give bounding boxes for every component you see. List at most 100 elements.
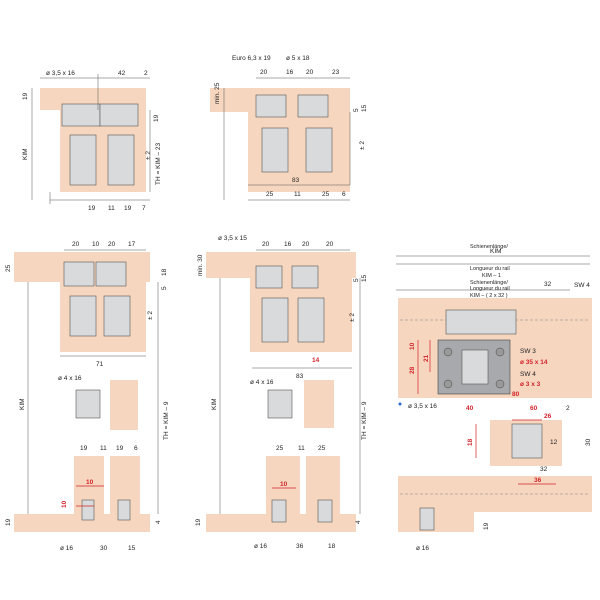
bottom-mid-pm2: ± 2: [349, 313, 356, 322]
right-red-26: 26: [544, 413, 552, 420]
bottom-left-dim-30: 30: [100, 545, 108, 552]
bottom-left-roller-carriage: [69, 295, 97, 337]
right-d32b: 32: [540, 466, 548, 473]
top-mid-screw-5x18: ø 5 x 18: [286, 55, 310, 62]
top-left-th-label: TH = KIM – 23: [155, 143, 162, 185]
top-left-screw-label: ø 3,5 x 16: [46, 70, 75, 77]
top-left-rail: [61, 103, 101, 127]
bottom-mid-roller-carriage: [261, 297, 289, 343]
top-left-bottom-11: 11: [108, 205, 115, 212]
top-left-dim-19-left: 19: [22, 92, 29, 100]
bottom-mid-roller-carriage-2: [297, 297, 325, 343]
bottom-mid-th-label: TH = KIM – 9: [361, 401, 368, 440]
right-d3x3: ø 3 x 3: [520, 381, 541, 388]
bottom-left-roller-carriage-2: [103, 295, 131, 337]
bottom-mid-rail-2: [291, 265, 319, 289]
bottom-left-dim-18: 18: [161, 268, 168, 276]
right-d60: 60: [530, 405, 538, 412]
bottom-mid-guide-25b: 25: [318, 445, 326, 452]
bottom-left-dim-15: 15: [128, 545, 136, 552]
top-mid-pm2: ± 2: [359, 141, 366, 150]
bottom-left-bracket-block: [110, 380, 138, 430]
top-left-dim-2: 2: [144, 70, 148, 77]
right-rail-carriage: [445, 309, 517, 335]
right-floor-board: [398, 512, 474, 532]
bottom-mid-d16: ø 16: [254, 543, 267, 550]
bottom-mid-dim-83: 83: [296, 373, 304, 380]
top-mid-dim-83: 83: [292, 177, 300, 184]
bottom-mid-screw-label: ø 3,5 x 15: [218, 235, 247, 242]
right-red-18: 18: [467, 438, 474, 446]
bottom-mid-dim-5: 5: [353, 278, 360, 282]
bottom-mid-dim-19: 19: [195, 518, 202, 526]
top-mid-bottom-11: 11: [294, 191, 301, 198]
bottom-left-th-label: TH = KIM – 9: [163, 401, 170, 440]
bottom-mid-dim-36: 36: [296, 543, 304, 550]
bottom-left-rail: [63, 261, 95, 287]
top-left-roller-carriage-2: [107, 134, 135, 186]
bottom-left-guide-19b: 19: [116, 445, 124, 452]
bottom-left-guide-19a: 19: [80, 445, 88, 452]
bottom-mid-red-14: 14: [312, 357, 320, 364]
right-d80: 80: [512, 391, 520, 398]
bottom-left-dim-71: 71: [96, 361, 104, 368]
right-rail-b2: Longueur du rail: [470, 286, 510, 292]
top-left-bottom-19a: 19: [88, 205, 96, 212]
bottom-left-screw-label: ø 4 x 16: [58, 375, 82, 382]
top-left-bottom-19b: 19: [124, 205, 132, 212]
bottom-middle-diagram: ø 3,5 x 15 20 16 20 20 min. 30 15 5 ± 2 …: [195, 235, 368, 550]
right-floor-guide: [419, 507, 435, 531]
bottom-left-dim-25: 25: [5, 264, 12, 272]
bottom-left-dim-19: 19: [5, 518, 12, 526]
right-screw-label: ø 3,5 x 16: [408, 403, 437, 410]
top-mid-roller-carriage: [261, 127, 289, 173]
top-mid-dim-15: 15: [361, 104, 368, 112]
bottom-left-red-10b: 10: [61, 500, 68, 508]
right-plate-center: [461, 349, 489, 385]
right-screw-hole-2: [495, 347, 505, 357]
bottom-left-dim-20a: 20: [72, 241, 80, 248]
right-rail-a2: Longueur du rail: [470, 266, 510, 272]
top-mid-roller-carriage-2: [305, 127, 333, 173]
bottom-mid-guide-25a: 25: [276, 445, 284, 452]
bottom-left-floor-board: [14, 514, 150, 532]
bottom-mid-guide-11: 11: [298, 445, 305, 452]
bottom-mid-dim-4: 4: [355, 520, 362, 524]
top-mid-bottom-25b: 25: [322, 191, 330, 198]
top-mid-bottom-6: 6: [342, 191, 346, 198]
bottom-left-dim-4: 4: [155, 520, 162, 524]
top-left-pm2: ± 2: [145, 151, 152, 160]
bottom-left-guide-11: 11: [100, 445, 107, 452]
bottom-mid-bracket-block: [304, 380, 334, 428]
right-rail-a3: KIM – 1: [482, 273, 501, 279]
bottom-left-dim-10: 10: [92, 241, 100, 248]
bottom-left-dim-20b: 20: [108, 241, 116, 248]
bottom-left-dim-17: 17: [128, 241, 136, 248]
right-d12: 12: [550, 439, 558, 446]
bottom-left-dim-5: 5: [161, 286, 168, 290]
bottom-mid-dim-15: 15: [361, 274, 368, 282]
bottom-mid-min30: min. 30: [197, 254, 204, 276]
right-side-bracket: [511, 423, 543, 459]
bottom-left-d16: ø 16: [60, 545, 73, 552]
top-mid-dim-23: 23: [332, 69, 340, 76]
bottom-left-red-10a: 10: [86, 479, 94, 486]
bottom-mid-dim-18: 18: [328, 543, 336, 550]
bottom-mid-red-10: 10: [280, 481, 288, 488]
top-mid-dim-5: 5: [353, 108, 360, 112]
bottom-left-rail-2: [95, 261, 127, 287]
bottom-mid-dim-16: 16: [284, 241, 292, 248]
right-rail-b3: KIM – ( 2 x 32 ): [470, 293, 508, 299]
right-d35x14: ø 35 x 14: [520, 359, 548, 366]
right-blue-mark: [398, 402, 402, 406]
right-d19: 19: [483, 522, 490, 530]
top-left-diagram: ø 3,5 x 16 42 2 19 19 KIM TH = KIM – 23 …: [22, 70, 162, 212]
right-d40: 40: [466, 405, 474, 412]
top-mid-dim-20a: 20: [260, 69, 268, 76]
bottom-mid-screw2-label: ø 4 x 16: [250, 379, 274, 386]
top-mid-bottom-25a: 25: [266, 191, 274, 198]
bottom-left-guide-6: 6: [134, 445, 138, 452]
top-left-bottom-7: 7: [142, 205, 146, 212]
top-left-dim-19-right: 19: [153, 114, 160, 122]
right-screw-hole-4: [495, 379, 505, 389]
